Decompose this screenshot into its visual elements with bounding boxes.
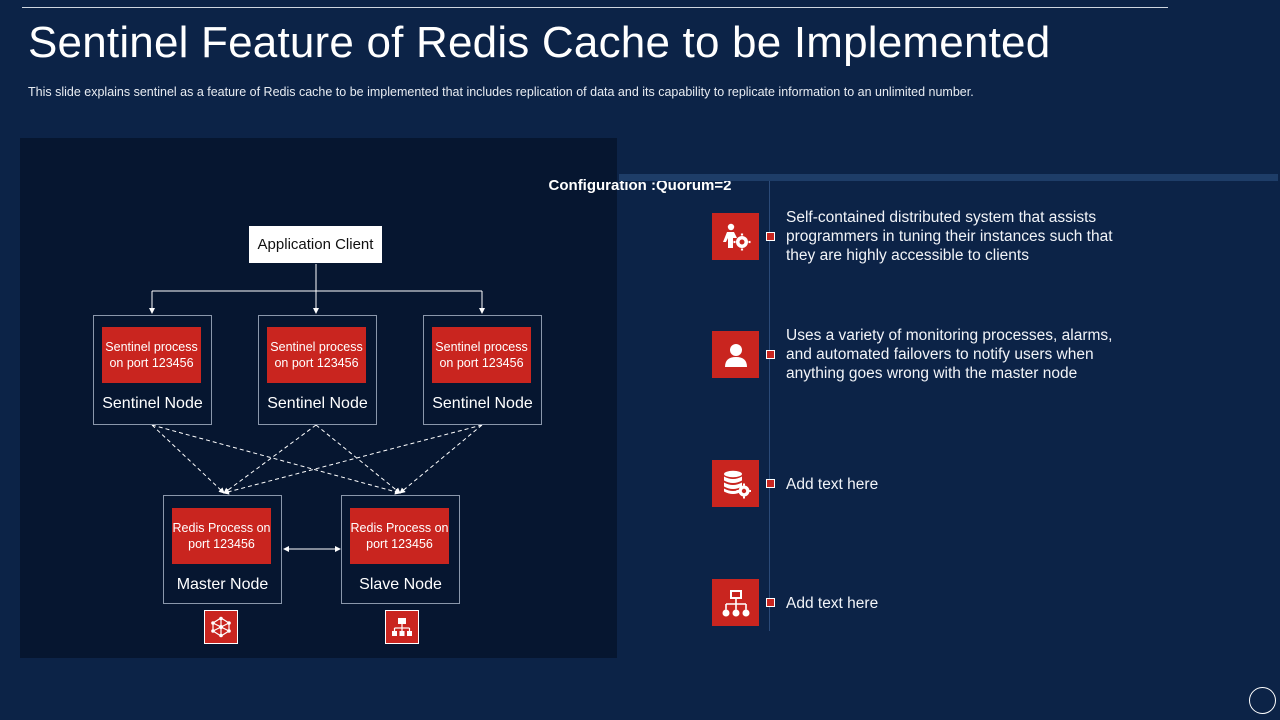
dash-s2-slave (315, 424, 401, 494)
user-icon (712, 331, 759, 378)
sentinel-node-label: Sentinel Node (267, 395, 368, 412)
slave-node: Redis Process on port 123456 Slave Node (341, 495, 460, 604)
sentinel-node-2: Sentinel process on port 123456 Sentinel… (258, 315, 377, 425)
network-icon (712, 579, 759, 626)
right-divider (619, 174, 1278, 181)
redis-process-label: Redis Process on port 123456 (350, 508, 449, 564)
timeline-marker (766, 598, 775, 607)
redis-process-label: Redis Process on port 123456 (172, 508, 271, 564)
slide-subtitle: This slide explains sentinel as a featur… (28, 85, 974, 99)
master-node-label: Master Node (176, 576, 269, 593)
feature-text-1: Self-contained distributed system that a… (786, 209, 1113, 264)
corner-circle (1249, 687, 1276, 714)
sentinel-process-label: Sentinel process on port 123456 (102, 327, 201, 383)
feature-text-2: Uses a variety of monitoring processes, … (786, 327, 1113, 382)
timeline-marker (766, 232, 775, 241)
dash-s3-slave (399, 424, 483, 494)
dash-s1-master (151, 424, 225, 494)
application-client-box: Application Client (249, 226, 382, 263)
timeline-line (769, 181, 770, 631)
sentinel-process-label: Sentinel process on port 123456 (267, 327, 366, 383)
master-node: Redis Process on port 123456 Master Node (163, 495, 282, 604)
diagram-panel (20, 138, 617, 658)
sentinel-node-3: Sentinel process on port 123456 Sentinel… (423, 315, 542, 425)
top-rule (22, 7, 1168, 8)
feature-text-4: Add text here (786, 595, 879, 612)
dash-s1-slave (151, 424, 401, 495)
dash-s3-master (223, 424, 483, 495)
sentinel-process-label: Sentinel process on port 123456 (432, 327, 531, 383)
person-gear-icon (712, 213, 759, 260)
timeline-marker (766, 479, 775, 488)
sentinel-node-1: Sentinel process on port 123456 Sentinel… (93, 315, 212, 425)
sentinel-node-label: Sentinel Node (432, 395, 533, 412)
slide-title: Sentinel Feature of Redis Cache to be Im… (28, 18, 1051, 67)
hierarchy-icon (385, 610, 419, 644)
network-star-icon (204, 610, 238, 644)
dash-s2-master (223, 424, 317, 494)
database-gear-icon (712, 460, 759, 507)
timeline-marker (766, 350, 775, 359)
config-title: Configuration :Quorum=2 (548, 177, 732, 194)
slave-node-label: Slave Node (359, 576, 442, 593)
feature-text-3: Add text here (786, 476, 879, 493)
sentinel-node-label: Sentinel Node (102, 395, 203, 412)
